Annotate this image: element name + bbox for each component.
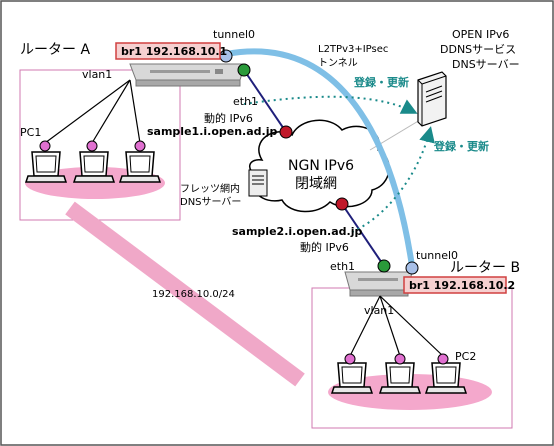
- pc-port-b1: [344, 353, 356, 365]
- l2tp-tunnel: [223, 48, 415, 269]
- pc-port-a3: [134, 140, 146, 152]
- pc-port-a2: [86, 140, 98, 152]
- pc-link-a2: [91, 79, 131, 144]
- ngn-port-a: [279, 125, 293, 139]
- pc-link-a1: [44, 79, 131, 144]
- ngn-port-b: [335, 197, 349, 211]
- router-a-title: ルーター A: [20, 42, 90, 58]
- ddns-server-icon: [417, 71, 447, 127]
- tunnel-label-line2: トンネル: [318, 57, 358, 69]
- ddns-label-line2: DDNSサービス: [440, 43, 516, 56]
- cloud-label-line1: NGN IPv6: [288, 158, 354, 174]
- wan-link-a: [243, 69, 287, 133]
- router-b-ip-label: 動的 IPv6: [300, 240, 349, 254]
- pc-port-a1: [39, 140, 51, 152]
- register-label-a: 登録・更新: [353, 75, 409, 89]
- flets-dns-server-icon: [248, 169, 268, 197]
- tunnel0-port-b: [405, 261, 419, 275]
- pc-port-b2: [394, 353, 406, 365]
- router-a-vlan-label: vlan1: [82, 68, 112, 81]
- ddns-label-line3: DNSサーバー: [452, 58, 520, 71]
- router-a-badge-bg: [115, 42, 221, 60]
- router-b-vlan-label: vlan1: [364, 304, 394, 317]
- router-a-hostname: sample1.i.open.ad.jp: [147, 125, 277, 138]
- pc-port-b3: [437, 353, 449, 365]
- router-b: [344, 271, 413, 297]
- router-b-hostname: sample2.i.open.ad.jp: [232, 225, 362, 238]
- router-a-badge: br1 192.168.10.1: [121, 45, 227, 58]
- eth1-port-b: [377, 259, 391, 273]
- pc-link-b3: [379, 295, 444, 357]
- pc-link-b1: [349, 295, 381, 357]
- lan-subnet-label: 192.168.10.0/24: [152, 289, 235, 300]
- tunnel-label-line1: L2TPv3+IPsec: [318, 44, 388, 55]
- pc-link-a3: [129, 79, 141, 144]
- router-a-ip-label: 動的 IPv6: [204, 111, 253, 125]
- router-a-tunnel-label: tunnel0: [213, 28, 255, 41]
- router-b-eth-label: eth1: [330, 260, 355, 273]
- wan-link-b: [341, 203, 385, 267]
- router-a: [129, 63, 246, 87]
- flets-dns-line1: フレッツ網内: [180, 182, 240, 195]
- pc1-label: PC1: [20, 126, 41, 139]
- pc-link-b2: [379, 295, 401, 357]
- cloud-label-line2: 閉域網: [295, 176, 337, 192]
- router-a-eth-label: eth1: [233, 95, 258, 108]
- router-b-tunnel-label: tunnel0: [416, 249, 458, 262]
- lan-a-box: [19, 69, 181, 221]
- router-b-badge: br1 192.168.10.2: [409, 279, 515, 292]
- router-b-badge-bg: [403, 276, 507, 294]
- router-b-title: ルーター B: [450, 260, 520, 276]
- pc2-label: PC2: [455, 350, 476, 363]
- register-label-b: 登録・更新: [433, 139, 489, 153]
- flets-dns-line2: DNSサーバー: [180, 196, 241, 208]
- ddns-label-line1: OPEN IPv6: [452, 28, 509, 41]
- lan-bridge-link: [65, 201, 305, 387]
- eth1-port-a: [237, 63, 251, 77]
